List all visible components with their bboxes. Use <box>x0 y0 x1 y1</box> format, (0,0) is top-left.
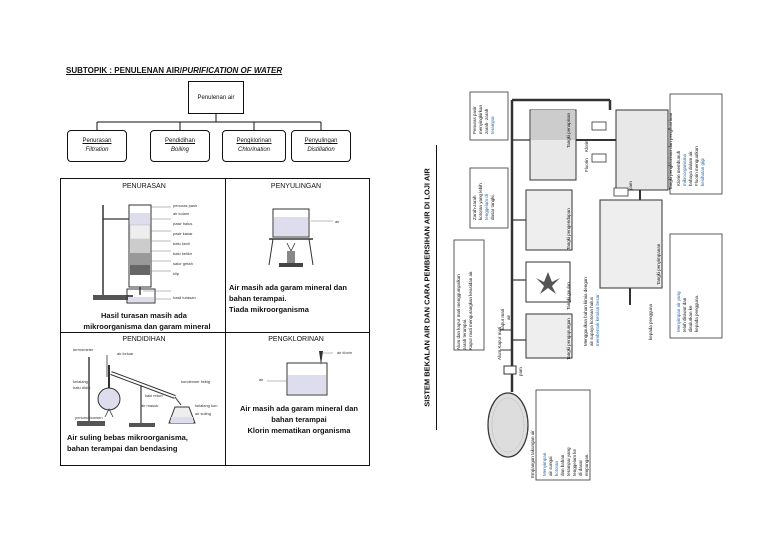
label-salur-getah: salur getah <box>173 261 193 266</box>
method-ms: Pendidihan <box>164 138 196 144</box>
text-menyimpan2: Menyimpan air yang telah dirawat dan dis… <box>676 291 700 332</box>
method-filtration: Penurasan Filtration <box>67 130 127 162</box>
label-hasil-turasan: hasil turasan <box>173 295 196 300</box>
method-chlorination: Pengklorinan Chlorination <box>222 130 286 162</box>
subtopic-heading: SUBTOPIK : PENULENAN AIR/PURIFICATION OF… <box>66 66 282 75</box>
caption-pengklorinan-1: Air masih ada garam mineral dan <box>240 404 358 413</box>
label-pam-2: pam <box>628 181 633 190</box>
line: Alum Kapur mati <box>497 326 502 360</box>
distillation-apparatus-diagram <box>268 208 333 267</box>
line: kepada pengguna. <box>694 294 699 332</box>
method-ms: Pengklorinan <box>236 138 272 144</box>
concept-root: Penulenan air <box>188 81 244 114</box>
label-tangki-penapisan: Tangki penapisan <box>566 112 571 148</box>
label-klip: klip <box>173 271 180 276</box>
caption-penyulingan-2: bahan terampai. <box>229 294 287 303</box>
label-tangki-pengklorinan: Tangki pengklorinan dan pengfluorinan <box>668 112 673 190</box>
label-kapur-mati: kapur mati <box>500 308 505 330</box>
text-klorin: Klorin membunuh mikroorganisma bahaya da… <box>676 146 706 186</box>
text-menyimpan: Menyimpan air sungai kotoran dan bahan t… <box>542 447 590 476</box>
table-hline <box>61 332 369 333</box>
text-alum-kapur: Alum Kapur mati <box>497 327 503 360</box>
label-air-suling: air suling <box>195 411 212 416</box>
label-pam-1: pam <box>518 367 523 376</box>
label-penunu-bunsen: penunu bunsen <box>75 415 103 420</box>
right-title-text: SISTEM BEKALAN AIR DAN CARA PEMBERSIHAN … <box>422 168 432 407</box>
label-air-distill: air <box>335 219 340 224</box>
text-menggaulkan: Menggaulkan bahan kimia dengan air supay… <box>583 277 601 346</box>
cell-title-pendidihan: PENDIDIHAN <box>122 336 166 343</box>
line: terampai <box>490 116 495 134</box>
label-kaki-retort: kaki retort <box>145 393 163 398</box>
root-label: Penulenan air <box>197 94 235 101</box>
label-tangki-pengendapan: Tangki pengendapan <box>566 208 571 250</box>
line: Kapur mati mengurangkan keasidan air. <box>468 270 473 350</box>
label-kelalang-kon: kelalang kon <box>195 403 218 408</box>
caption-penurasan-2: mikroorganisma dan garam mineral <box>83 322 211 331</box>
text-alum: Alum dan kapur mati menggumpalkan zarah … <box>456 270 474 350</box>
label-tangki-penyimpanan: Tangki penyimpanan <box>656 243 661 285</box>
caption-pengklorinan-3: Klorin mematikan organisma <box>247 426 351 435</box>
water-treatment-diagram <box>453 91 723 481</box>
text-zarah-zarah: Zarah-zarah kotoran yang lebih tenggelam… <box>472 183 496 220</box>
label-tangki-pengapungan: Tangki pengapungan <box>566 318 571 360</box>
cell-title-pengklorinan: PENGKLORINAN <box>268 336 324 343</box>
label-batu-kecil: batu kecil <box>173 241 190 246</box>
method-boiling: Pendidihan Boiling <box>150 130 210 162</box>
label-kondenser: kondenser liebig <box>181 379 211 384</box>
method-distillation: Penyulingan Distillation <box>291 130 351 162</box>
label-pasir-kasar: pasir kasar <box>173 231 193 236</box>
caption-penurasan-1: Hasil turasan masih ada <box>101 311 187 320</box>
text-penuras-pasir: Penuras pasir menyingkirkan zarah- zarah… <box>472 105 496 134</box>
caption-pendidihan-1: Air suling bebas mikroorganisma, <box>67 433 188 442</box>
cell-title-penurasan: PENURASAN <box>122 183 166 190</box>
label-kepada-pengguna: kepada pengguna <box>648 303 653 340</box>
text-empangan: Empangan takungan air <box>530 430 535 478</box>
cell-title-penyulingan: PENYULINGAN <box>270 183 322 190</box>
methods-table: PENURASAN penuras pasir air kolam pasir … <box>60 178 370 466</box>
label-air-kolam: air kolam <box>173 211 190 216</box>
boiling-apparatus-diagram <box>77 355 196 427</box>
chlorination-diagram <box>267 351 333 396</box>
heading-italic: PURIFICATION OF WATER <box>182 66 283 75</box>
label-klorin: Klorin <box>584 140 589 152</box>
right-page-title: SISTEM BEKALAN AIR DAN CARA PEMBERSIHAN … <box>418 145 436 430</box>
caption-pengklorinan-2: bahan terampai <box>271 415 327 424</box>
label-air-klorin: air klorin <box>337 350 353 355</box>
caption-pendidihan-2: bahan terampai dan bendasing <box>67 444 178 453</box>
label-air: air <box>506 314 511 320</box>
method-ms: Penurasan <box>82 138 112 144</box>
line: dasar tangki. <box>490 194 495 220</box>
method-en: Boiling <box>170 147 189 153</box>
line: kesihatan gigi <box>700 158 705 186</box>
label-air-masuk: air masuk <box>141 403 159 408</box>
filtration-apparatus-diagram <box>93 204 171 304</box>
title-underline <box>436 145 437 430</box>
label-tangki-gaulan: Tangki gaulan <box>566 282 571 310</box>
line: membentuk ketulan besar <box>595 294 600 346</box>
caption-penyulingan-3: Tiada mikroorganisma <box>229 305 309 314</box>
label-air-keluar: air keluar <box>117 351 134 356</box>
label-pasir-halus: pasir halus <box>173 221 193 226</box>
method-en: Chlorination <box>237 147 271 153</box>
label-batu-kelikir: batu kelikir <box>173 251 193 256</box>
label-kelalang: kelalang <box>73 379 88 384</box>
method-en: Distillation <box>307 147 335 153</box>
caption-penyulingan-1: Air masih ada garam mineral dan <box>229 283 347 292</box>
label-fluorin: Fluorin <box>584 158 589 172</box>
heading-plain: SUBTOPIK : PENULENAN AIR/ <box>66 66 183 75</box>
line: zarah- <box>484 121 489 134</box>
method-ms: Penyulingan <box>304 138 338 144</box>
label-air-chlor: air <box>259 377 264 382</box>
method-en: Filtration <box>85 147 109 153</box>
line: zarah <box>484 108 489 120</box>
label-termometer: termometer <box>73 347 94 352</box>
line: empangan. <box>584 453 589 476</box>
table-vline <box>225 179 226 465</box>
label-batu-didih: batu didih <box>73 385 91 390</box>
label-penuras-pasir: penuras pasir <box>173 203 198 208</box>
